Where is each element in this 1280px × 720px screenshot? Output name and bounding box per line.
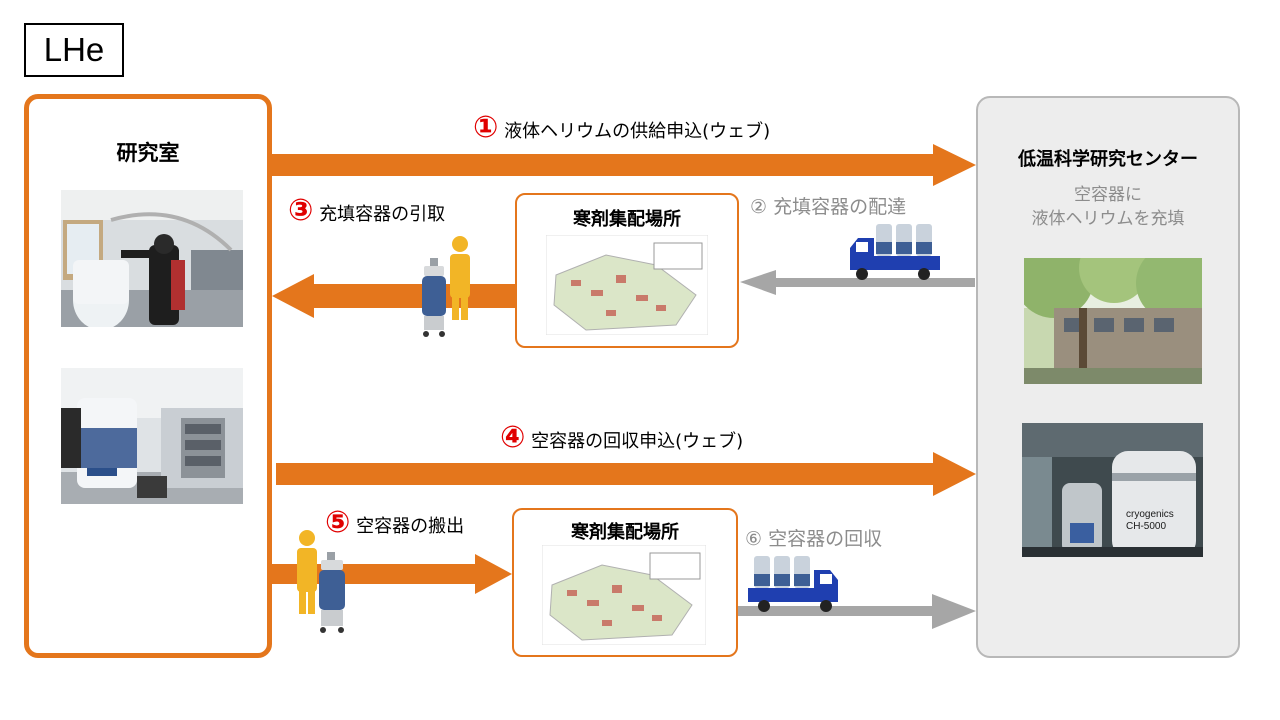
center-building-photo [1024,258,1202,384]
center-subtitle-line1: 空容器に [1074,185,1142,205]
step-6-text: 空容器の回収 [768,528,883,550]
step-2-label: ② 充填容器の配達 [750,192,906,219]
step-2-number: ② [750,196,768,218]
step-1-number: ① [473,110,499,145]
center-liquefier-photo: cryogenics CH-5000 [1022,423,1203,557]
step-3-number: ③ [288,193,314,228]
step-5-label: ⑤ 空容器の搬出 [325,505,464,540]
lab-photo-1 [61,190,243,327]
step-6-label: ⑥ 空容器の回収 [745,524,882,551]
step-2-text: 充填容器の配達 [773,196,907,218]
person-with-dewar-lower-icon [297,530,345,633]
arrow-step-4 [276,452,976,496]
step-3-label: ③ 充填容器の引取 [288,193,445,228]
arrow-step-6 [738,594,976,629]
step-3-text: 充填容器の引取 [319,204,446,225]
lab-photo-2 [61,368,243,504]
lhe-tag: LHe [24,23,124,77]
lab-title: 研究室 [116,141,180,165]
depot-title-lower: 寒剤集配場所 [571,522,679,543]
person-with-dewar-upper-icon [422,236,470,337]
depot-map-upper [546,235,708,335]
arrow-step-3 [272,274,515,318]
delivery-truck-icon [850,224,940,280]
depot-title-upper: 寒剤集配場所 [573,209,681,230]
svg-text:CH-5000: CH-5000 [1126,521,1166,532]
center-subtitle-line2: 液体ヘリウムを充填 [1031,209,1185,229]
collection-truck-icon [748,556,838,612]
step-5-text: 空容器の搬出 [356,516,465,537]
depot-map-lower [542,545,706,645]
svg-text:cryogenics: cryogenics [1126,509,1174,520]
arrow-step-1 [272,144,976,186]
step-4-label: ④ 空容器の回収申込(ウェブ) [500,420,743,455]
step-6-number: ⑥ [745,528,763,550]
arrow-step-2 [740,270,975,295]
step-4-text: 空容器の回収申込(ウェブ) [531,431,744,452]
step-4-number: ④ [500,420,526,455]
center-title: 低温科学研究センター [1018,149,1198,170]
step-1-label: ① 液体ヘリウムの供給申込(ウェブ) [473,110,770,145]
step-1-text: 液体ヘリウムの供給申込(ウェブ) [504,121,771,142]
step-5-number: ⑤ [325,505,351,540]
